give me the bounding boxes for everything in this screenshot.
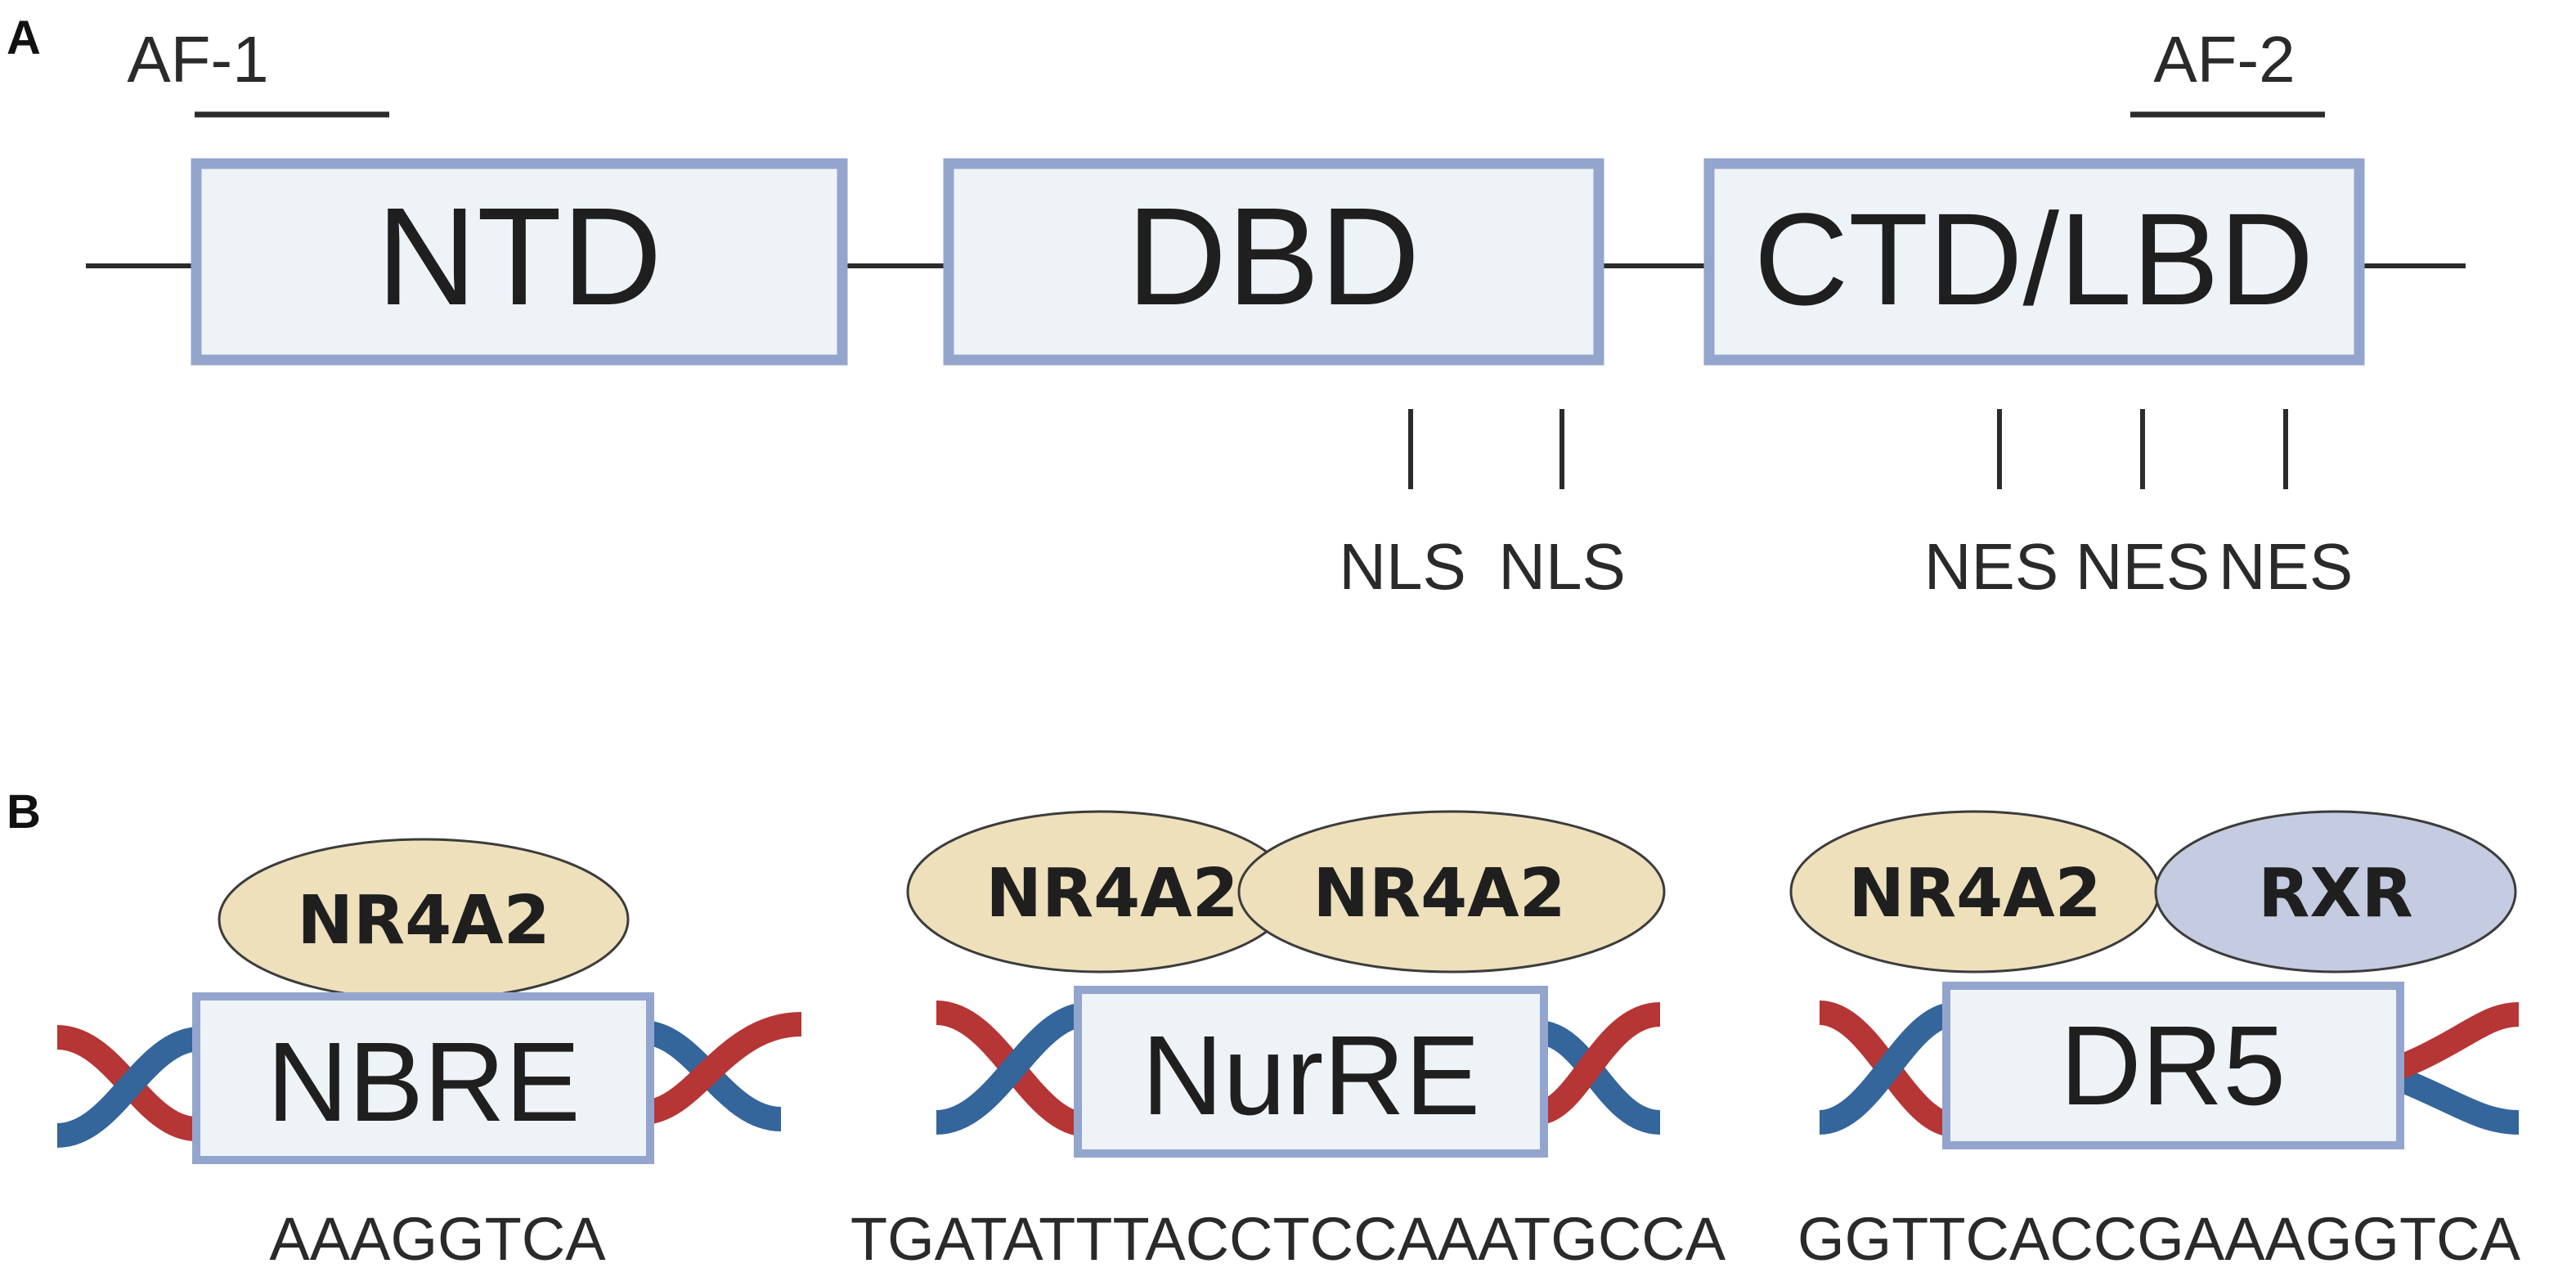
panel-b-label: B [7, 785, 41, 839]
domain-dbd-box [943, 158, 1604, 366]
domain-ctd-lbd-box [1703, 158, 2365, 366]
dna-strand-blue [56, 1027, 202, 1148]
nurre-element-label: NurRE [1142, 1013, 1480, 1139]
domain-ctd-lbd: CTD/LBD [1703, 158, 2365, 366]
dna-strand-red [640, 1012, 802, 1125]
nurre-element-box [1074, 986, 1548, 1158]
nr4a2-protein-label: NR4A2 [1313, 855, 1565, 933]
domain-ntd-label: NTD [376, 179, 662, 335]
dr5-element-box [1942, 982, 2404, 1149]
nr4a2-protein [1237, 810, 1666, 973]
panel-a-label: A [7, 11, 41, 65]
nr4a2-protein-label: NR4A2 [985, 855, 1238, 933]
complex-nurre: NR4A2 NR4A2 NurRE TGATATTTACCTCCAAATGCCA [850, 810, 1726, 1273]
dna-strand-red [1535, 1002, 1662, 1125]
nes-label-1: NES [1924, 530, 2059, 603]
rxr-protein-label: RXR [2258, 855, 2413, 933]
nes-label-2: NES [2076, 530, 2210, 603]
domain-ntd: NTD [191, 158, 848, 366]
nr4a2-protein-label: NR4A2 [297, 882, 550, 960]
nes-label-3: NES [2219, 530, 2354, 603]
nls-label-1: NLS [1339, 530, 1466, 603]
domain-dbd-label: DBD [1127, 179, 1420, 335]
af2-label: AF-2 [2153, 23, 2295, 96]
nbre-element-box [192, 992, 654, 1164]
dr5-sequence: GGTTCACCGAAAGGTCA [1797, 1205, 2521, 1273]
domain-ctd-lbd-label: CTD/LBD [1754, 186, 2314, 332]
dna-helix-icon [935, 1000, 1662, 1137]
af1-label: AF-1 [127, 23, 268, 96]
complex-dr5: NR4A2 RXR DR5 GGTTCACCGAAAGGTCA [1789, 810, 2521, 1273]
dna-helix-icon [56, 1012, 802, 1148]
dr5-element-label: DR5 [2060, 1003, 2286, 1129]
nr4a2-protein-label: NR4A2 [1848, 855, 2101, 933]
dna-strand-blue [1818, 1002, 1956, 1135]
domain-ntd-box [191, 158, 848, 366]
nls-label-2: NLS [1498, 530, 1626, 603]
panel-b: B NR4A2 NBRE AAAGGTCA [7, 785, 2521, 1273]
domain-dbd: DBD [943, 158, 1604, 366]
nurre-sequence: TGATATTTACCTCCAAATGCCA [850, 1205, 1726, 1273]
nbre-element-label: NBRE [267, 1019, 580, 1145]
dna-strand-blue [935, 1002, 1089, 1135]
rxr-protein [2154, 810, 2517, 973]
complex-nbre: NR4A2 NBRE AAAGGTCA [56, 838, 802, 1273]
panel-a: A AF-1 AF-2 NTD DBD CTD/LBD NLS NLS [7, 11, 2466, 603]
nbre-sequence: AAAGGTCA [269, 1205, 606, 1273]
